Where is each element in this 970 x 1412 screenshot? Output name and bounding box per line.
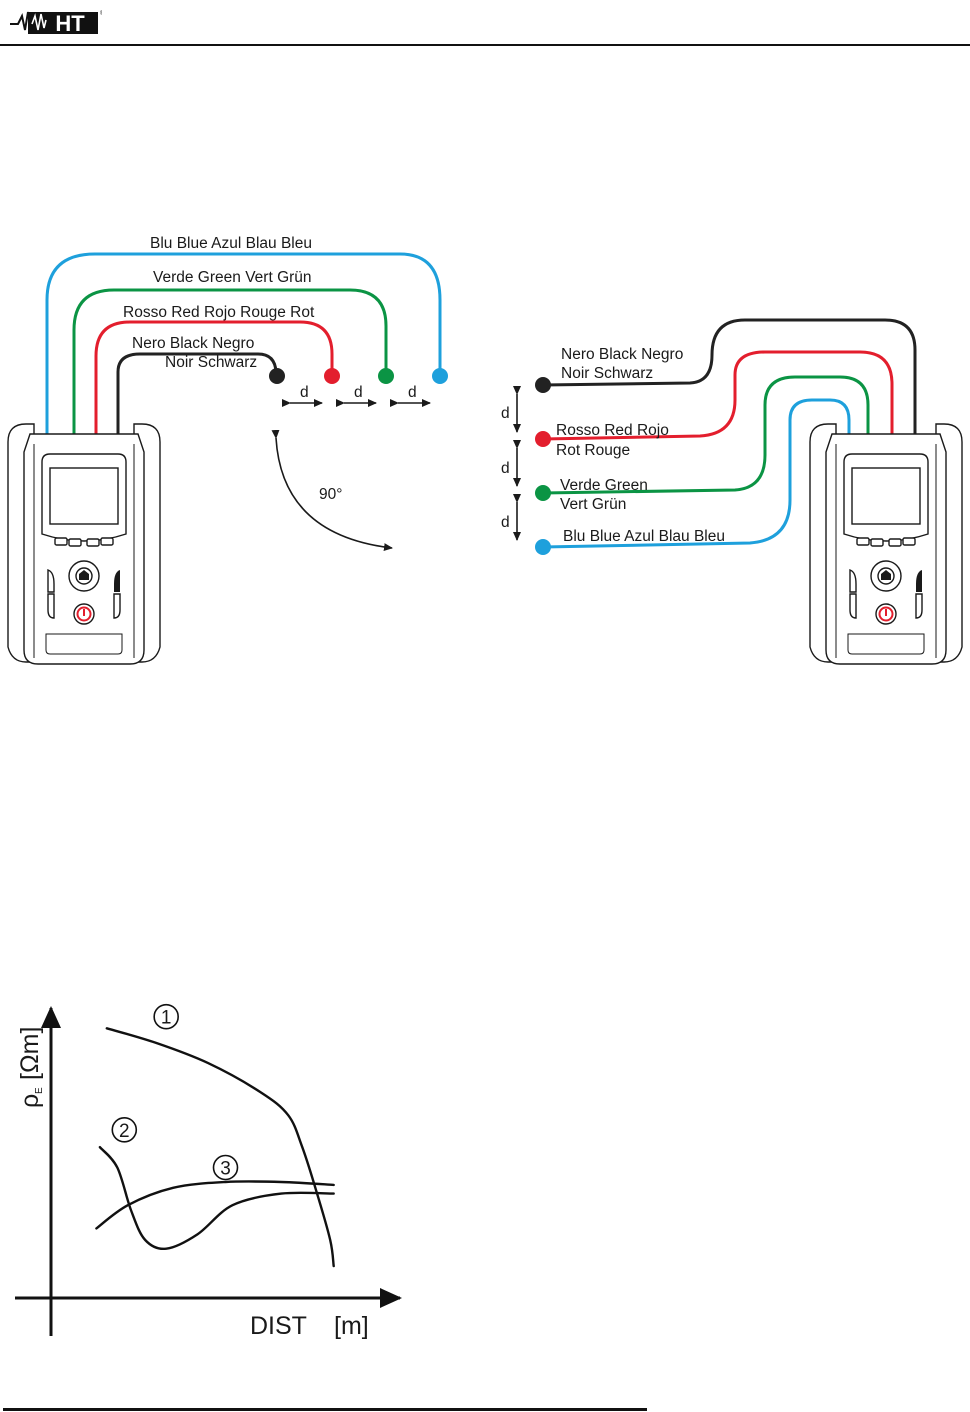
wire-red-right [541, 350, 894, 441]
wire-black-right [541, 318, 917, 437]
y-axis-label-sub: E [34, 1087, 45, 1094]
label-black-2: Noir Schwarz [165, 354, 257, 371]
annotation-layer: 1 2 3 [111, 1003, 239, 1181]
y-axis-label: ρ E [Ωm] [16, 1027, 45, 1108]
label-black-right-1: Nero Black Negro [561, 346, 683, 363]
spacing-arrow-2: d [336, 384, 377, 407]
spacing-arrow-v3: d [501, 494, 521, 541]
label-black-1: Nero Black Negro [132, 335, 254, 352]
wenner-diagram: Blu Blue Azul Blau Bleu Verde Green Vert… [7, 235, 448, 665]
wire-blue-right [541, 398, 851, 549]
label-blue: Blu Blue Azul Blau Bleu [150, 235, 312, 252]
wire-green-right [541, 375, 870, 495]
svg-text:d: d [501, 405, 510, 422]
probe-red-right [535, 431, 551, 447]
series-line-2 [98, 1146, 335, 1251]
probe-black [269, 368, 285, 384]
rotated-diagram: Nero Black Negro Noir Schwarz Rosso Red … [501, 318, 963, 665]
probe-blue [432, 368, 448, 384]
label-red-right-1: Rosso Red Rojo [556, 422, 669, 439]
probe-green [378, 368, 394, 384]
series-layer [95, 1027, 335, 1268]
series-line-3 [95, 1180, 335, 1230]
svg-text:d: d [354, 384, 363, 401]
logo-text: HT [55, 11, 85, 36]
rotation-arc [271, 429, 393, 552]
svg-text:d: d [501, 514, 510, 531]
x-axis-label-unit: [m] [334, 1312, 369, 1340]
svg-text:d: d [501, 460, 510, 477]
probe-black-right [535, 377, 551, 393]
wire-blue [45, 252, 442, 437]
wire-green [72, 288, 388, 437]
label-green-right-2: Vert Grün [560, 496, 626, 513]
spacing-arrow-v2: d [501, 440, 521, 487]
label-black-right-2: Noir Schwarz [561, 365, 653, 382]
y-axis-label-unit: [Ωm] [16, 1027, 44, 1080]
probe-red [324, 368, 340, 384]
svg-text:d: d [300, 384, 309, 401]
label-green-right-1: Verde Green [560, 477, 648, 494]
svg-text:2: 2 [119, 1121, 130, 1142]
label-blue-right: Blu Blue Azul Blau Bleu [563, 528, 725, 545]
series-annotation-1: 1 [153, 1003, 179, 1030]
angle-label: 90° [319, 486, 342, 503]
svg-text:1: 1 [161, 1008, 172, 1029]
wire-red [94, 320, 334, 437]
registered-mark: ® [100, 10, 102, 17]
series-annotation-2: 2 [111, 1117, 138, 1143]
probe-blue-right [535, 539, 551, 555]
tester-device-right [809, 423, 963, 665]
label-red-right-2: Rot Rouge [556, 442, 630, 459]
label-red: Rosso Red Rojo Rouge Rot [123, 304, 315, 321]
header-rule [0, 44, 970, 46]
svg-text:d: d [408, 384, 417, 401]
probe-green-right [535, 485, 551, 501]
x-axis-label-main: DIST [250, 1312, 307, 1340]
spacing-arrow-v1: d [501, 386, 521, 433]
series-line-1 [105, 1027, 335, 1268]
svg-text:3: 3 [220, 1159, 231, 1180]
tester-device-left [7, 423, 161, 665]
label-green: Verde Green Vert Grün [153, 269, 312, 286]
ht-logo: HT ® [10, 10, 102, 36]
spacing-arrow-3: d [390, 384, 431, 407]
wire-black [116, 352, 279, 437]
resistivity-chart: 1 2 3 DIST [m] ρ E [Ωm] [15, 1003, 402, 1340]
series-annotation-3: 3 [212, 1154, 239, 1181]
footer-rule [3, 1408, 647, 1411]
y-axis-label-main: ρ [16, 1094, 44, 1108]
spacing-arrow-1: d [282, 384, 323, 407]
